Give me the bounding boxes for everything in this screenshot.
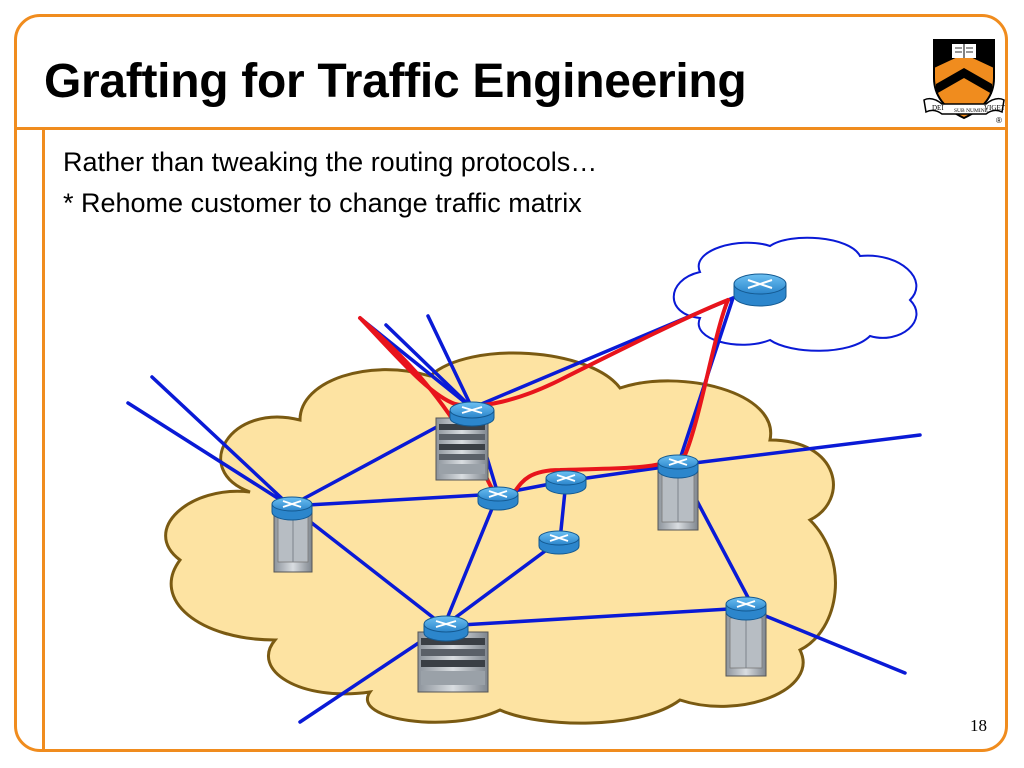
motto-right: VIGET — [984, 104, 1006, 112]
router-icon — [538, 530, 580, 555]
traffic-path-new — [360, 298, 730, 408]
link — [288, 492, 500, 508]
link — [442, 538, 562, 628]
router-icon — [733, 273, 787, 307]
router-icon — [545, 470, 587, 495]
chassis-bottom-right — [725, 609, 767, 677]
router-icon — [271, 496, 313, 521]
bullet-1: Rather than tweaking the routing protoco… — [63, 147, 598, 177]
traffic-paths — [358, 298, 730, 503]
princeton-shield-logo: DEI SUB NUMINE VIGET ® — [923, 39, 1006, 124]
bullet-2: * Rehome customer to change traffic matr… — [63, 188, 582, 218]
router-icon — [477, 486, 519, 511]
slide-title: Grafting for Traffic Engineering — [44, 55, 747, 108]
motto-center: SUB NUMINE — [954, 108, 989, 114]
router-icon — [423, 615, 469, 642]
link — [126, 401, 292, 508]
slide-frame — [14, 14, 1008, 752]
router-icon — [725, 596, 767, 621]
link — [442, 492, 500, 628]
registered-mark: ® — [996, 116, 1002, 124]
page-number: 18 — [970, 716, 987, 735]
network-links — [126, 296, 922, 724]
link — [676, 433, 922, 467]
link — [384, 323, 474, 410]
title-divider — [17, 127, 1008, 130]
chassis-top-center — [435, 417, 489, 481]
external-cloud — [672, 236, 918, 352]
link — [288, 504, 446, 628]
link — [442, 606, 748, 628]
router-icon — [449, 401, 495, 427]
traffic-path-old — [358, 298, 730, 503]
link — [744, 606, 907, 675]
link — [150, 375, 292, 508]
chassis-bottom-left — [417, 631, 489, 693]
router-icon — [657, 454, 699, 479]
motto-left: DEI — [932, 104, 944, 112]
link — [426, 314, 474, 410]
left-margin-rule — [42, 127, 45, 752]
routers — [271, 273, 787, 642]
